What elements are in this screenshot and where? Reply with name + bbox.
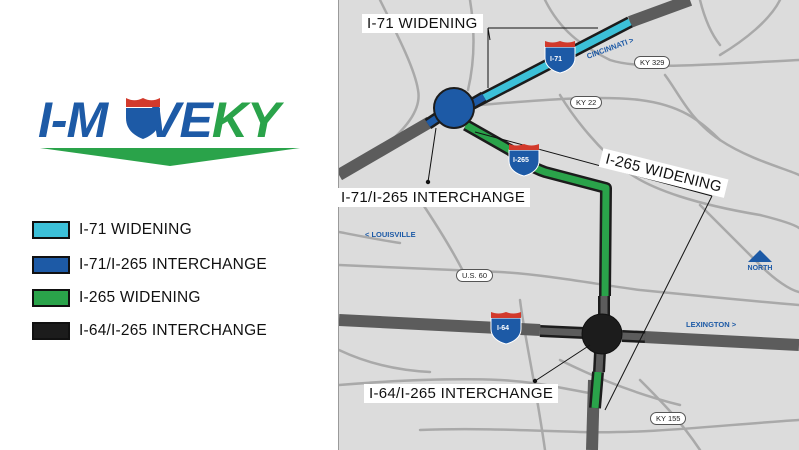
legend-swatch bbox=[32, 289, 70, 307]
panel-divider bbox=[338, 0, 339, 450]
legend-item-i71-i265-interchange: I-71/I-265 INTERCHANGE bbox=[32, 254, 267, 276]
legend-item-i64-i265-interchange: I-64/I-265 INTERCHANGE bbox=[32, 320, 267, 342]
i71-shield-label: I-71 bbox=[550, 56, 563, 63]
ky329-marker: KY 329 bbox=[634, 56, 671, 69]
legend-label: I-71/I-265 INTERCHANGE bbox=[79, 256, 267, 273]
i64-shield-label: I-64 bbox=[497, 325, 510, 332]
i64-highway-east bbox=[643, 331, 799, 351]
minor-road bbox=[558, 358, 682, 407]
map-roads bbox=[339, 0, 799, 450]
minor-road bbox=[638, 378, 702, 450]
ky155-marker: KY 155 bbox=[650, 412, 687, 425]
us60-marker: U.S. 60 bbox=[456, 269, 494, 282]
louisville-label: < LOUISVILLE bbox=[365, 230, 416, 239]
callout-line bbox=[427, 127, 437, 183]
callout-line bbox=[604, 195, 713, 411]
minor-road bbox=[478, 96, 722, 142]
callout-line bbox=[534, 344, 591, 382]
logo-chevron-icon bbox=[40, 148, 300, 166]
minor-road bbox=[339, 263, 799, 307]
north-indicator: NORTH bbox=[740, 243, 780, 272]
i71-shield-icon bbox=[544, 41, 576, 74]
minor-road bbox=[698, 0, 722, 47]
i265-shield-icon bbox=[508, 144, 540, 177]
i71-i265-interchange-marker bbox=[433, 87, 475, 129]
minor-road bbox=[339, 230, 402, 245]
project-map: I-71 I-265 I-64 CINCINNATI > < LOUISVILL… bbox=[339, 0, 799, 450]
callout-i64-i265-interchange: I-64/I-265 INTERCHANGE bbox=[364, 384, 559, 403]
legend-label: I-265 WIDENING bbox=[79, 289, 201, 306]
i71-highway-ne bbox=[627, 0, 693, 28]
minor-road bbox=[339, 348, 432, 374]
minor-road bbox=[518, 298, 547, 450]
minor-road bbox=[698, 203, 799, 294]
minor-road bbox=[558, 93, 799, 230]
minor-road bbox=[339, 377, 602, 397]
i265-shield-label: I-265 bbox=[513, 157, 529, 164]
logo-text-ky: KY bbox=[211, 92, 280, 148]
callout-i71-i265-interchange: I-71/I-265 INTERCHANGE bbox=[336, 188, 531, 207]
ky22-marker: KY 22 bbox=[570, 96, 603, 109]
minor-road bbox=[718, 0, 782, 57]
legend-swatch bbox=[32, 256, 70, 274]
callout-i71-widening: I-71 WIDENING bbox=[362, 14, 483, 33]
legend-swatch bbox=[32, 221, 70, 239]
interstate-shield-icon bbox=[126, 98, 160, 139]
i71-highway bbox=[339, 116, 434, 181]
minor-road bbox=[418, 198, 467, 277]
minor-road bbox=[663, 73, 799, 177]
logo-text-i-m: I-M bbox=[38, 92, 108, 148]
legend-swatch bbox=[32, 322, 70, 340]
legend-item-i265-widening: I-265 WIDENING bbox=[32, 287, 201, 309]
north-label: NORTH bbox=[747, 265, 773, 272]
lexington-label: LEXINGTON > bbox=[686, 320, 737, 329]
i64-shield-icon bbox=[490, 312, 522, 345]
minor-road bbox=[466, 0, 475, 92]
legend-label: I-64/I-265 INTERCHANGE bbox=[79, 322, 267, 339]
i64-i265-interchange-marker bbox=[581, 313, 623, 355]
legend-item-i71-widening: I-71 WIDENING bbox=[32, 219, 192, 241]
north-arrow-icon bbox=[748, 250, 772, 262]
legend-label: I-71 WIDENING bbox=[79, 221, 192, 238]
callout-line bbox=[487, 27, 491, 41]
minor-road bbox=[418, 418, 799, 434]
